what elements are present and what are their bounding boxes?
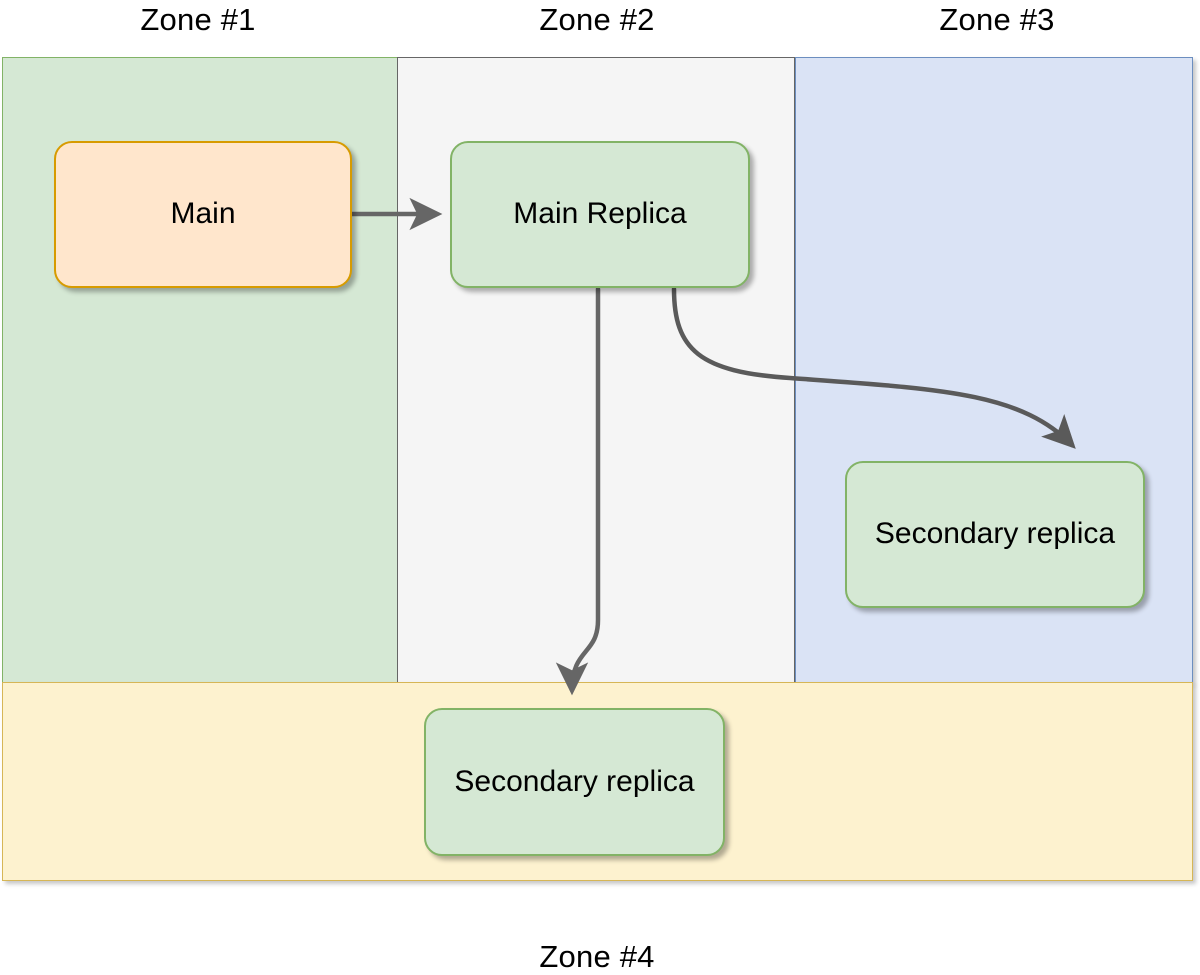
- node-secondary-replica-zone-4[interactable]: Secondary replica: [424, 708, 725, 856]
- node-main-replica[interactable]: Main Replica: [450, 141, 750, 288]
- node-secondary-replica-zone-3[interactable]: Secondary replica: [845, 461, 1145, 608]
- node-secondary-replica-zone-4-label: Secondary replica: [454, 764, 695, 798]
- zone-label-zone-1: Zone #1: [140, 2, 256, 37]
- zone-label-zone-3: Zone #3: [939, 2, 1055, 37]
- node-secondary-replica-zone-3-label: Secondary replica: [874, 517, 1116, 551]
- node-main-replica-label: Main Replica: [513, 197, 687, 231]
- zone-label-zone-2: Zone #2: [539, 2, 655, 37]
- zone-label-zone-4: Zone #4: [539, 939, 655, 974]
- node-main[interactable]: Main: [54, 141, 352, 288]
- node-main-label: Main: [170, 197, 236, 231]
